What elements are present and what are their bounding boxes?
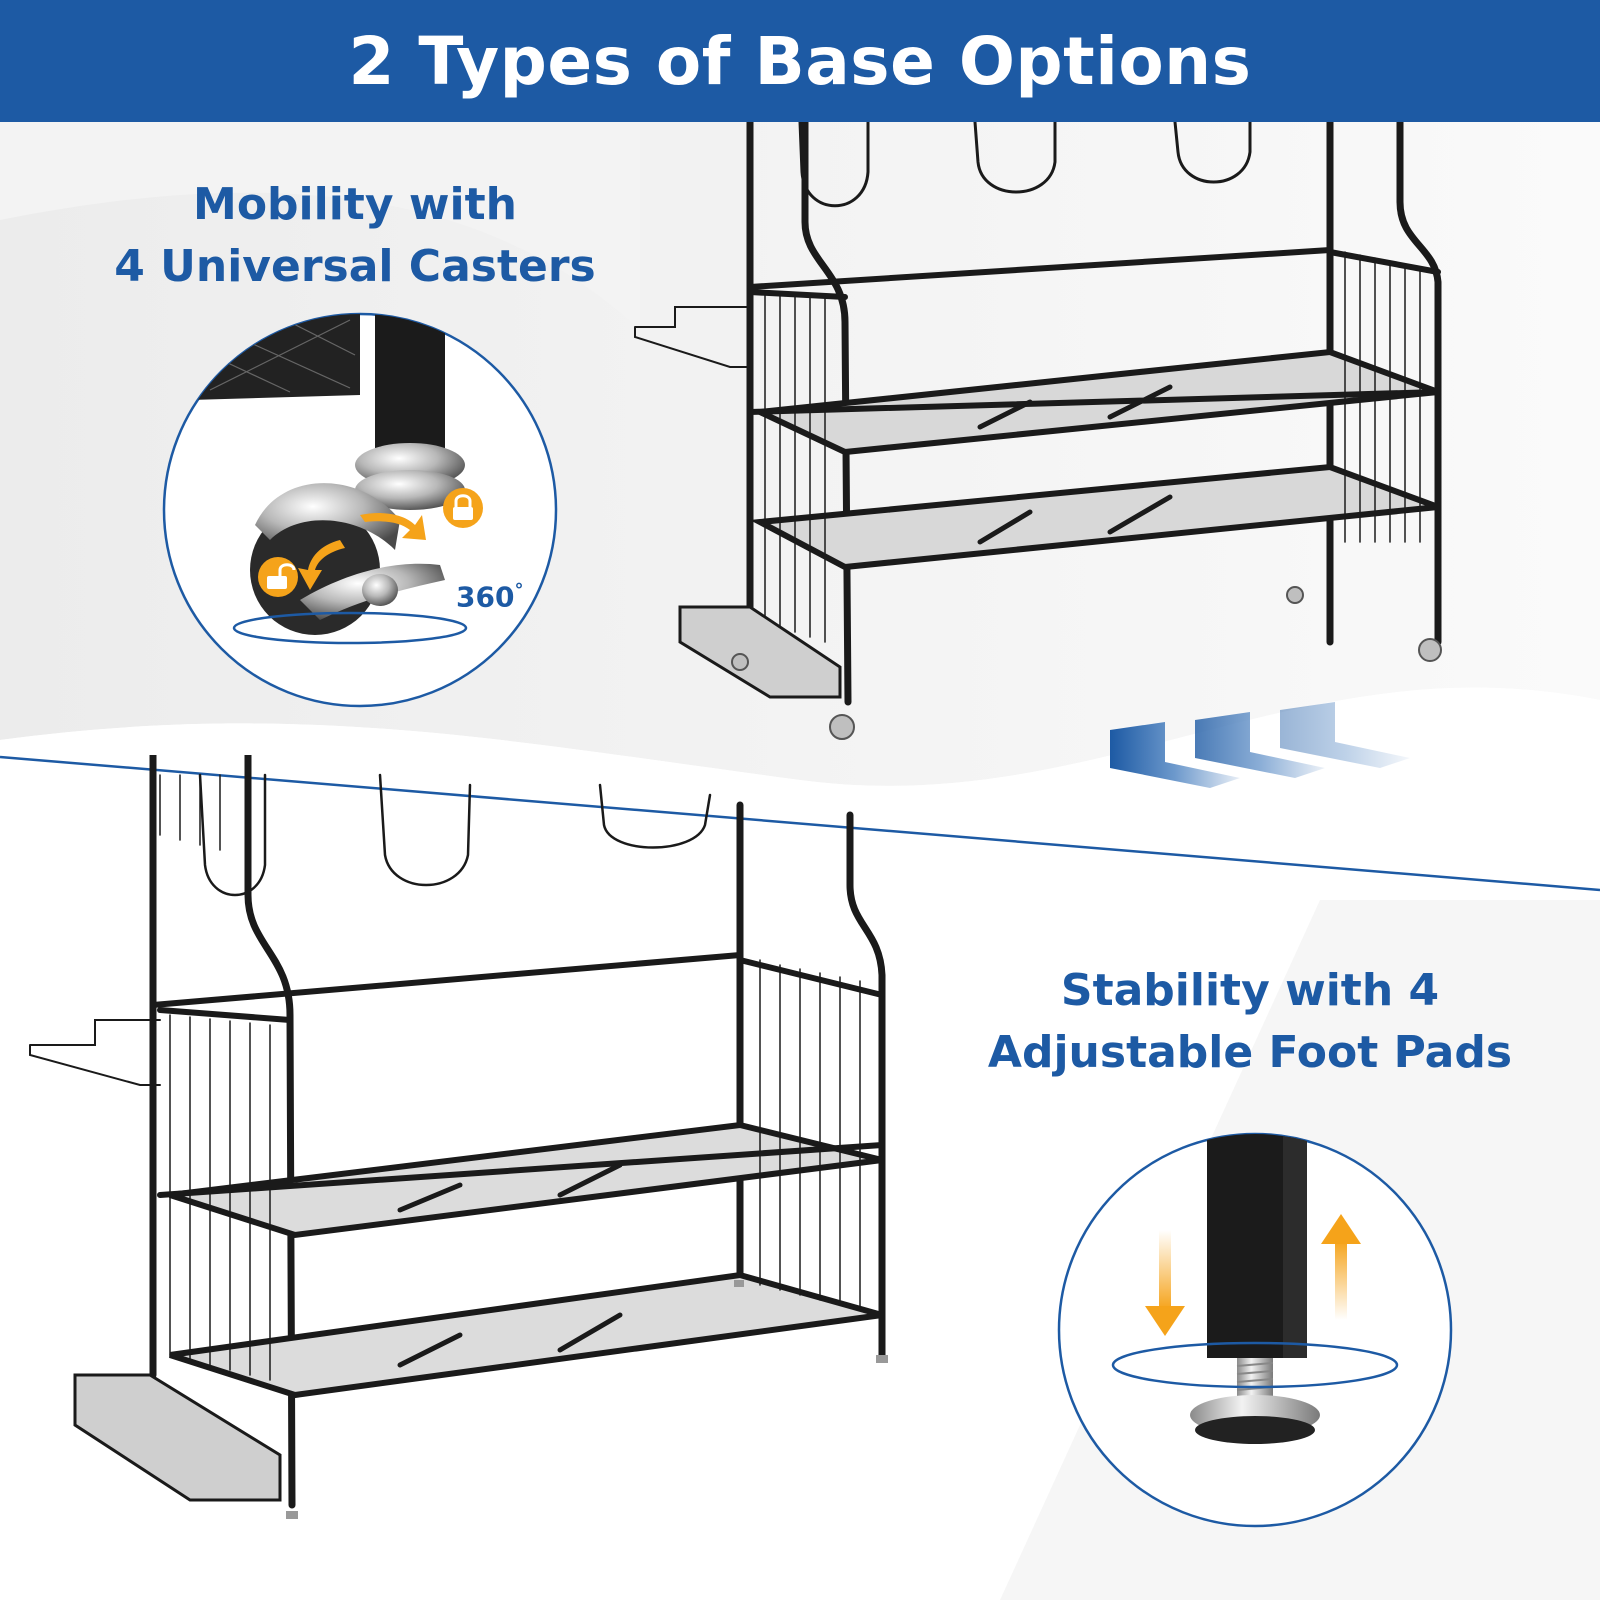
rotate-arrow-icon: [360, 513, 426, 540]
caster-detail-circle: [162, 312, 558, 708]
rotation-label: 360°: [456, 580, 523, 613]
casters-headline-line1: Mobility with: [193, 179, 517, 230]
degree-symbol: °: [514, 580, 524, 601]
arrow-down-icon: [1145, 1230, 1185, 1336]
triple-chevron-left-icon: [1110, 702, 1410, 788]
footpad-detail-circle: [1057, 1132, 1453, 1528]
arrow-up-icon: [1321, 1214, 1361, 1320]
divider-line: [0, 755, 1600, 892]
footpads-headline: Stability with 4 Adjustable Foot Pads: [950, 960, 1550, 1084]
rotation-value: 360: [456, 580, 515, 614]
footpads-headline-line1: Stability with 4: [1060, 965, 1440, 1016]
rack-with-footpads: [29, 755, 888, 1519]
casters-headline: Mobility with 4 Universal Casters: [95, 174, 615, 298]
casters-headline-line2: 4 Universal Casters: [114, 241, 596, 292]
lock-closed-icon: [443, 488, 483, 528]
rack-with-casters: [634, 122, 1442, 740]
page-title: 2 Types of Base Options: [348, 22, 1252, 100]
rotate-arrow-icon-2: [298, 540, 345, 590]
footpads-headline-line2: Adjustable Foot Pads: [987, 1027, 1513, 1078]
title-banner: 2 Types of Base Options: [0, 0, 1600, 122]
lock-open-icon: [258, 557, 298, 597]
